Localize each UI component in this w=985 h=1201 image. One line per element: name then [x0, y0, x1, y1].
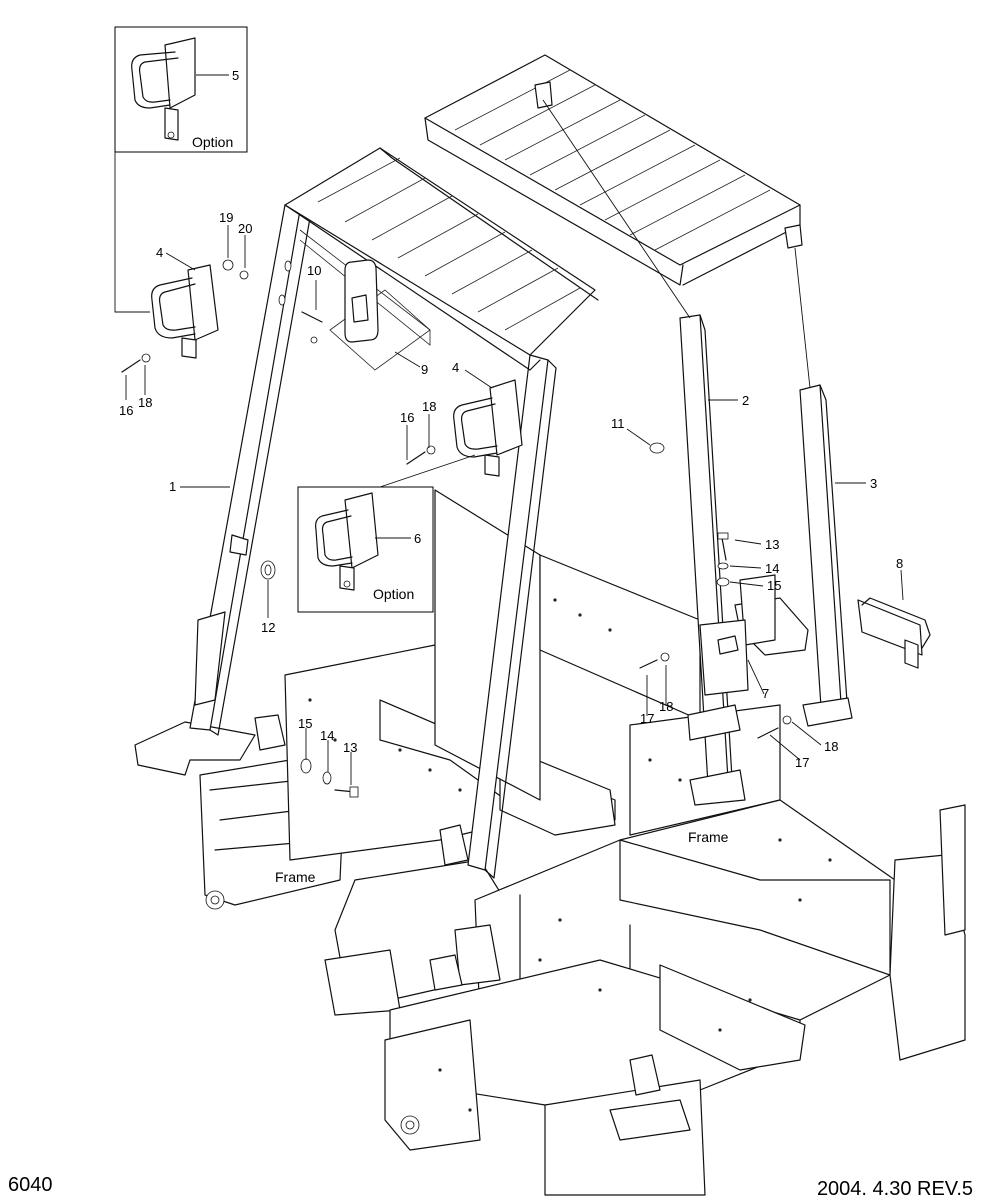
- callout-7: 7: [762, 686, 769, 701]
- callout-20: 20: [238, 221, 252, 236]
- callout-19: 19: [219, 210, 233, 225]
- callout-9: 9: [421, 362, 428, 377]
- callout-labels: 1 2 3 4 4 5 6 7 8 9 10 11 12 13 13 14 14…: [119, 68, 903, 770]
- grab-handle-part-4-right: [453, 379, 523, 477]
- callout-17-center: 17: [640, 711, 654, 726]
- leader-lines: [125, 74, 904, 785]
- callout-14-right: 14: [765, 561, 779, 576]
- callout-17-right: 17: [795, 755, 809, 770]
- callout-13-left: 13: [343, 740, 357, 755]
- grab-handle-part-5: [131, 37, 196, 141]
- callout-14-left: 14: [320, 728, 334, 743]
- sheet-number: 6040: [8, 1174, 53, 1196]
- callout-15-right: 15: [767, 578, 781, 593]
- machine-frame: [134, 489, 966, 1196]
- frame-label-left: Frame: [275, 869, 316, 885]
- callout-6: 6: [414, 531, 421, 546]
- option-label-top: Option: [192, 134, 233, 150]
- callout-16-left: 16: [119, 403, 133, 418]
- callout-13-right: 13: [765, 537, 779, 552]
- callout-1: 1: [169, 479, 176, 494]
- callout-12: 12: [261, 620, 275, 635]
- mirror-part-9: [329, 259, 431, 371]
- option-box-top: [114, 26, 248, 313]
- callout-10: 10: [307, 263, 321, 278]
- frame-label-right: Frame: [688, 829, 729, 845]
- rear-post-part-2: [679, 314, 746, 806]
- rear-post-part-3: [799, 384, 853, 727]
- callout-11: 11: [611, 416, 625, 431]
- grab-handle-part-6: [315, 492, 379, 591]
- callout-4-left: 4: [156, 245, 163, 260]
- callout-5: 5: [232, 68, 239, 83]
- callout-2: 2: [742, 393, 749, 408]
- callout-18-far-right: 18: [824, 739, 838, 754]
- callout-8: 8: [896, 556, 903, 571]
- callout-3: 3: [870, 476, 877, 491]
- callout-18-center: 18: [659, 699, 673, 714]
- fasteners: [121, 259, 792, 798]
- canopy-frame-part-1: [189, 147, 599, 879]
- callout-18-right: 18: [422, 399, 436, 414]
- revision-date: 2004. 4.30 REV.5: [816, 1178, 973, 1200]
- option-box-middle: [297, 454, 476, 613]
- callout-4-right: 4: [452, 360, 459, 375]
- step-handle-part-8: [857, 597, 931, 669]
- callout-16-right: 16: [400, 410, 414, 425]
- bracket-part-7: [699, 574, 809, 696]
- text-labels: Option Option Frame Frame: [192, 134, 729, 885]
- option-label-middle: Option: [373, 586, 414, 602]
- callout-18-left: 18: [138, 395, 152, 410]
- callout-15-left: 15: [298, 716, 312, 731]
- grab-handle-part-4-left: [151, 264, 219, 359]
- rear-canopy-frame: [424, 54, 803, 286]
